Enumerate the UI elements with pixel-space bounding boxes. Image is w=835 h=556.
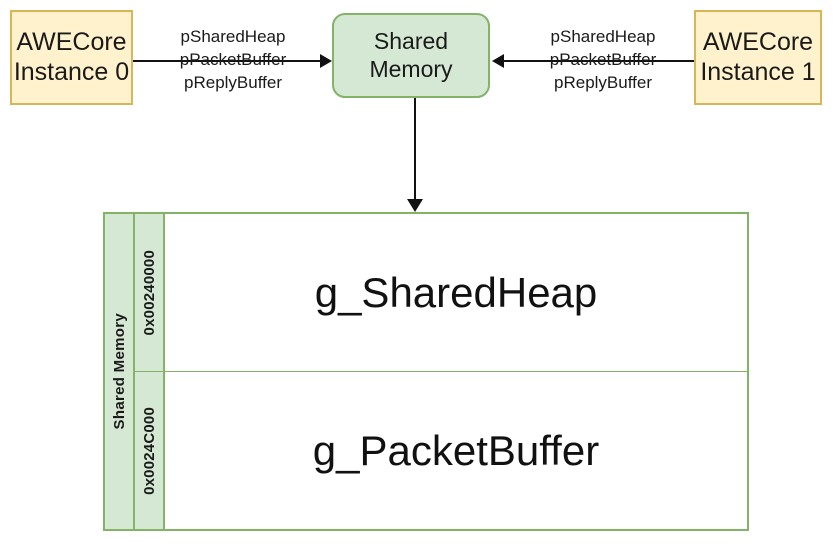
table-row-address: 0x00240000 — [135, 214, 163, 371]
memory-body-column: g_SharedHeap g_PacketBuffer — [165, 214, 747, 529]
memory-address-column: 0x00240000 0x0024C000 — [135, 214, 165, 529]
arrow-left-icon — [492, 54, 504, 68]
memory-address-label: 0x00240000 — [140, 249, 158, 336]
memory-segment-name: g_SharedHeap — [314, 268, 598, 316]
memory-address-label: 0x0024C000 — [140, 406, 158, 495]
arrow-right-icon — [320, 54, 332, 68]
node-awecore-instance-1[interactable]: AWECore Instance 1 — [694, 10, 822, 105]
node-shared-memory[interactable]: Shared Memory — [332, 13, 490, 98]
table-row: g_PacketBuffer — [165, 371, 747, 529]
memory-region-column: Shared Memory — [105, 214, 135, 529]
arrow-down-icon — [407, 199, 423, 212]
table-row: g_SharedHeap — [165, 214, 747, 371]
memory-segment-name: g_PacketBuffer — [312, 426, 600, 474]
connector-line-right — [494, 60, 694, 62]
node-awecore-instance-0[interactable]: AWECore Instance 0 — [10, 10, 133, 105]
node-awecore-instance-1-label: AWECore Instance 1 — [700, 28, 816, 86]
node-shared-memory-label: Shared Memory — [369, 28, 453, 82]
memory-map-table: Shared Memory 0x00240000 0x0024C000 g_Sh… — [103, 212, 749, 531]
connector-line-left — [133, 60, 328, 62]
memory-region-label: Shared Memory — [110, 313, 128, 430]
connector-line-down — [414, 98, 416, 203]
node-awecore-instance-0-label: AWECore Instance 0 — [13, 28, 130, 86]
table-row-address: 0x0024C000 — [135, 371, 163, 529]
